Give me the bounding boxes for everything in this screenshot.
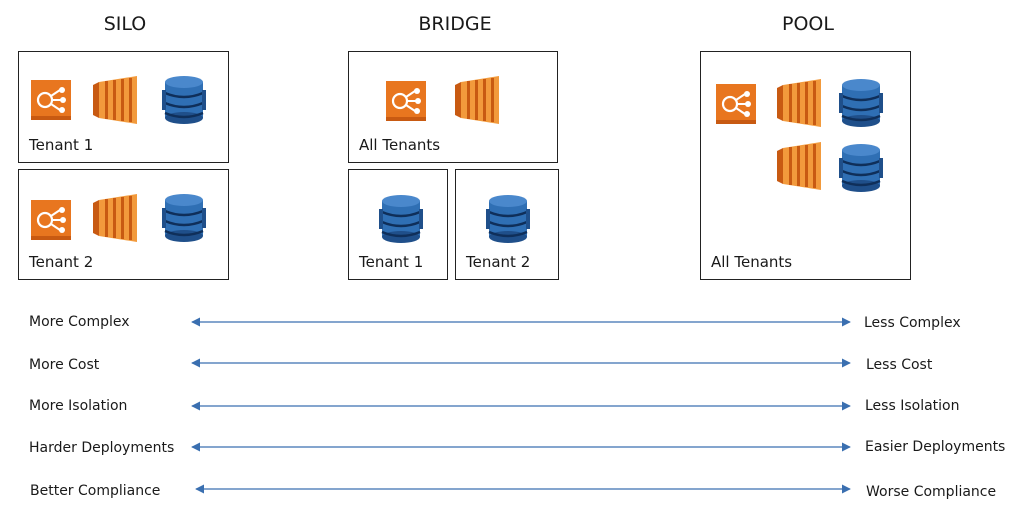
tenants-label: All Tenants: [711, 253, 793, 271]
bridge-tenant1-box: Tenant 1: [348, 169, 448, 280]
more-cost-label: More Cost: [29, 357, 100, 373]
bridge-all-tenants-box: All Tenants: [348, 51, 558, 163]
tenant-label: Tenant 2: [29, 253, 94, 271]
bridge-tenant2-box: Tenant 2: [455, 169, 559, 280]
silo-tenant2-box: Tenant 2: [18, 169, 229, 280]
less-cost-label: Less Cost: [866, 357, 933, 373]
harder-deployments-label: Harder Deployments: [29, 440, 175, 456]
tenant-label: Tenant 1: [29, 136, 94, 154]
better-compliance-label: Better Compliance: [30, 483, 161, 499]
less-complex-label: Less Complex: [864, 315, 961, 331]
easier-deployments-label: Easier Deployments: [865, 439, 1006, 455]
tenants-label: All Tenants: [359, 136, 441, 154]
pool-heading: POOL: [782, 13, 834, 35]
bridge-heading: BRIDGE: [418, 13, 492, 35]
pool-all-tenants-box: All Tenants: [700, 51, 911, 280]
tenant-label: Tenant 1: [359, 253, 424, 271]
more-isolation-label: More Isolation: [29, 398, 128, 414]
more-complex-label: More Complex: [29, 314, 130, 330]
silo-heading: SILO: [103, 13, 147, 35]
tenant-label: Tenant 2: [466, 253, 531, 271]
silo-tenant1-box: Tenant 1: [18, 51, 229, 163]
less-isolation-label: Less Isolation: [865, 398, 960, 414]
worse-compliance-label: Worse Compliance: [866, 484, 997, 500]
